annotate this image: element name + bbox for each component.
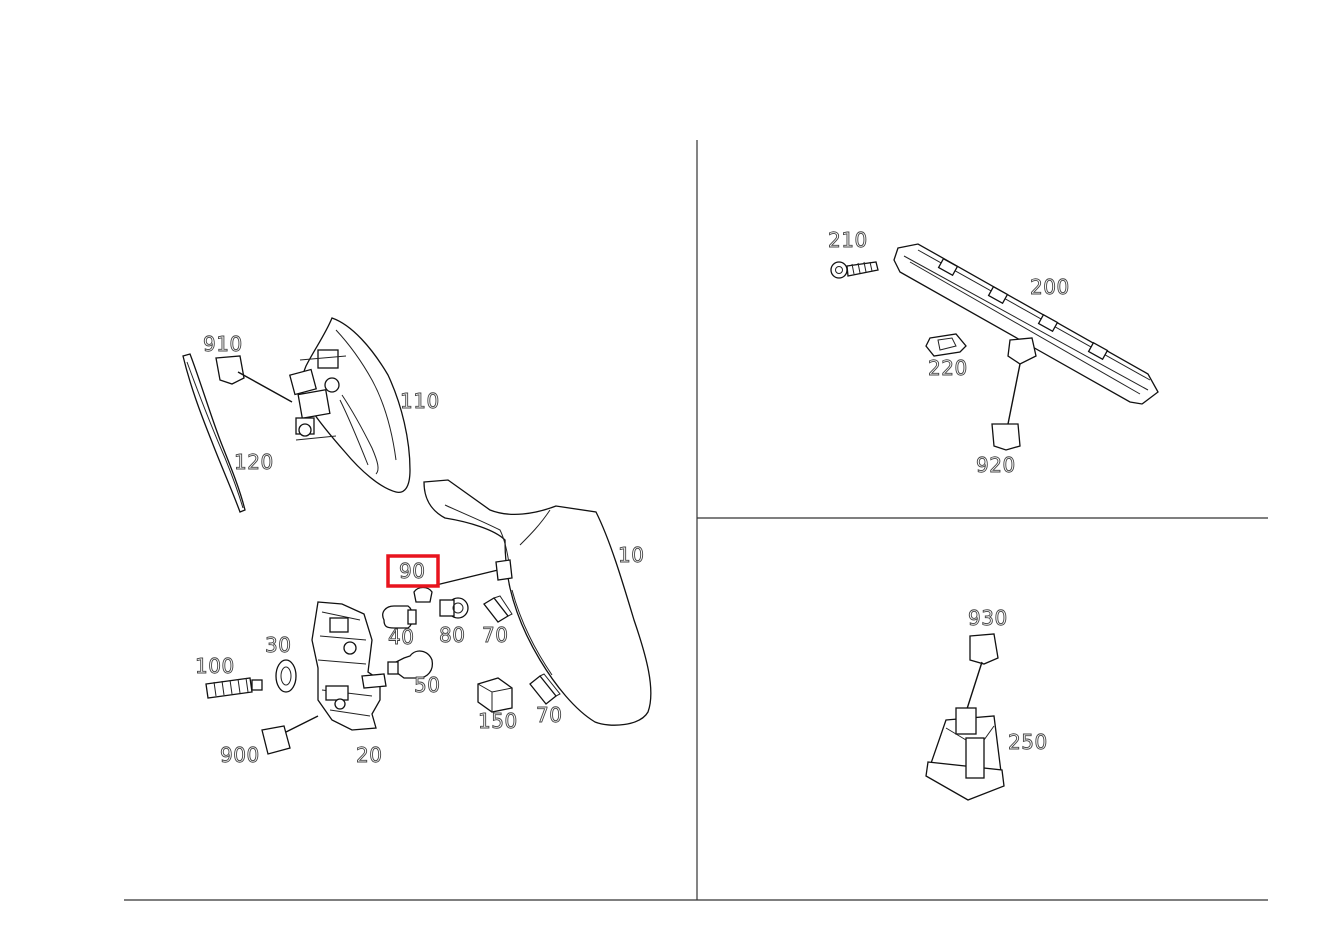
label-100[interactable]: 100: [195, 654, 235, 679]
part-900-connector[interactable]: [261, 715, 319, 755]
label-30[interactable]: 30: [265, 633, 292, 658]
part-110-mirror-housing[interactable]: [288, 317, 411, 494]
label-210[interactable]: 210: [828, 228, 868, 253]
label-250[interactable]: 250: [1008, 730, 1048, 755]
label-80[interactable]: 80: [439, 623, 466, 648]
part-910-connector[interactable]: [215, 355, 293, 403]
label-910[interactable]: 910: [203, 332, 243, 357]
label-920[interactable]: 920: [976, 453, 1016, 478]
part-920-connector[interactable]: [991, 423, 1021, 451]
label-70-lower[interactable]: 70: [536, 703, 563, 728]
part-90-clip[interactable]: [413, 559, 513, 603]
part-220-nut[interactable]: [925, 333, 967, 357]
part-80-socket[interactable]: [439, 597, 469, 619]
label-10[interactable]: 10: [618, 543, 645, 568]
part-250-lamp[interactable]: [925, 707, 1005, 801]
part-70-block-upper[interactable]: [483, 595, 513, 623]
label-70-upper[interactable]: 70: [482, 623, 509, 648]
label-150[interactable]: 150: [478, 709, 518, 734]
part-50-bulb[interactable]: [387, 650, 434, 679]
part-150-cube[interactable]: [477, 677, 513, 713]
label-120[interactable]: 120: [234, 450, 274, 475]
highlight-box-90: [386, 554, 440, 588]
part-70-block-lower[interactable]: [529, 673, 561, 705]
part-20-housing[interactable]: [311, 601, 387, 731]
diagram-frame: [124, 140, 1268, 901]
label-40[interactable]: 40: [388, 625, 415, 650]
label-220[interactable]: 220: [928, 356, 968, 381]
label-90[interactable]: 90: [399, 559, 426, 584]
label-50[interactable]: 50: [414, 673, 441, 698]
label-20[interactable]: 20: [356, 743, 383, 768]
part-210-screw[interactable]: [830, 261, 879, 279]
part-930-connector[interactable]: [965, 633, 999, 713]
label-110[interactable]: 110: [400, 389, 440, 414]
label-200[interactable]: 200: [1030, 275, 1070, 300]
part-30-washer[interactable]: [275, 659, 297, 693]
part-40-bulb[interactable]: [382, 605, 417, 629]
part-200-rail[interactable]: [893, 243, 1159, 425]
label-900[interactable]: 900: [220, 743, 260, 768]
label-930[interactable]: 930: [968, 606, 1008, 631]
part-120-gasket[interactable]: [182, 353, 246, 513]
part-labels: 910 110 120 10 90 40 80 70 30 100 50 150…: [195, 228, 1070, 768]
part-100-screw[interactable]: [205, 677, 263, 699]
part-10-cover[interactable]: [423, 479, 652, 726]
